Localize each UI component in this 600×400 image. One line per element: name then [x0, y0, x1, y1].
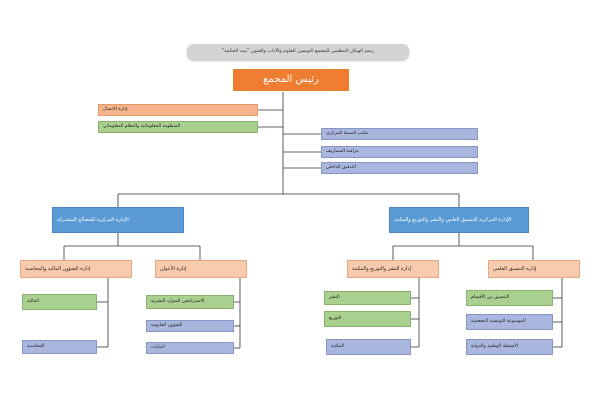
staff-central-registry: مكتب الضبط المركزي [321, 128, 478, 140]
staff-internal-audit: التدقيق الداخلي [321, 162, 478, 174]
item-encyclopedia: الموسوعة التونسية المعجمية [466, 314, 553, 330]
item-buildings: البنايات [146, 342, 234, 354]
item-hr-strategy: الاستراتيجي للموارد البشرية [146, 295, 234, 309]
dept-scientific-coordination: الإدارة المركزية للتنسيق العلمي والنشر و… [389, 207, 529, 233]
dept-shared-services: الإدارة المركزية للمصالح المشتركة [52, 207, 184, 233]
item-distribution: التوزيع [324, 311, 411, 327]
item-legal-affairs: الشؤون القانونية [146, 320, 234, 332]
staff-information-system: المنظومة المعلوماتية والنظام المعلوماتي [98, 121, 258, 133]
sub-publishing: إدارة النشر والتوزيع والمكتبة [347, 260, 439, 278]
item-accounting: المحاسبة [22, 340, 97, 354]
chart-title: رسم الهيكل التنظيمي للمجمع التونسي للعلو… [187, 44, 409, 60]
sub-scientific-coordination: إدارة التنسيق العلمي [488, 260, 580, 278]
item-finance: المالية [22, 294, 97, 310]
staff-expense-control: مراقبة المصاريف [321, 146, 478, 158]
item-library: المكتبة [326, 339, 411, 355]
sub-personnel: إدارة الأعوان [155, 260, 247, 278]
item-inter-section-coordination: التنسيق بين الأقسام [466, 290, 553, 306]
item-publishing: النشر [324, 291, 411, 305]
item-national-international-activities: الأنشطة الوطنية والدولية [466, 339, 553, 355]
head-box: رئيس المجمع [233, 69, 349, 91]
sub-finance: إدارة الشؤون المالية والمحاسبة [20, 260, 132, 278]
staff-communication: إدارة الاتصال [98, 104, 258, 116]
